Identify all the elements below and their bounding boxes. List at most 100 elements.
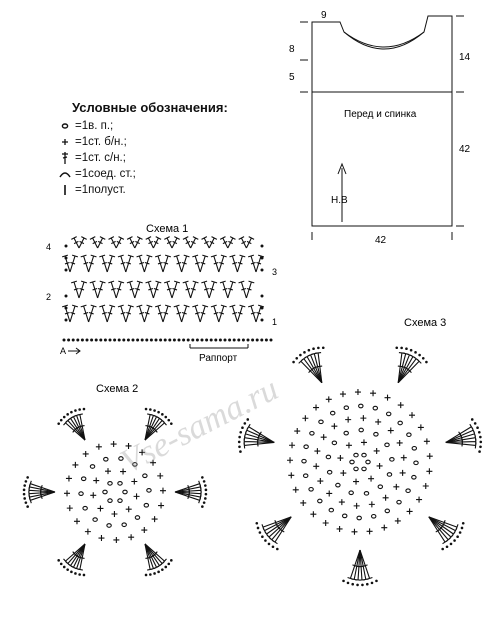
double-crochet-mark (70, 280, 80, 299)
single-crochet-mark (120, 468, 127, 475)
chain-stitch-mark (24, 480, 28, 483)
single-crochet-mark (345, 416, 352, 423)
chain-stitch-mark (214, 338, 218, 342)
chain-stitch-mark (24, 501, 28, 504)
chain-stitch-mark (64, 244, 68, 248)
chain-stitch-mark (377, 484, 384, 490)
double-crochet-mark (162, 304, 172, 323)
chain-stitch-mark (353, 466, 359, 472)
chain-stitch-mark (62, 565, 66, 569)
chain-stitch-mark (90, 338, 94, 342)
chain-stitch-mark (292, 360, 295, 364)
chain-stitch-mark (405, 488, 411, 494)
single-crochet-icon (58, 135, 72, 149)
chain-stitch-mark (161, 413, 164, 416)
double-crochet-mark (236, 304, 246, 323)
single-crochet-mark (375, 418, 382, 425)
double-crochet-mark (152, 280, 162, 299)
single-crochet-mark (353, 478, 360, 485)
chain-stitch-mark (23, 497, 26, 500)
double-crochet-mark (108, 280, 117, 299)
scheme2-motif (22, 407, 208, 577)
chain-stitch-mark (312, 347, 315, 351)
chain-stitch-mark (106, 523, 112, 528)
double-crochet-mark (245, 236, 255, 249)
double-crochet-mark (199, 254, 209, 273)
chain-stitch-mark (255, 521, 259, 525)
double-crochet-mark (190, 280, 199, 299)
double-crochet-mark (445, 430, 476, 443)
chain-stitch-mark (66, 413, 69, 416)
double-crochet-mark (218, 304, 227, 323)
chain-stitch-mark (395, 346, 399, 350)
double-crochet-mark (78, 280, 88, 299)
chain-stitch-mark (356, 515, 362, 521)
double-crochet-mark (246, 423, 275, 443)
chain-stitch-mark (107, 480, 113, 486)
chain-stitch-mark (409, 348, 413, 352)
single-crochet-mark (294, 428, 301, 435)
double-crochet-mark (199, 304, 209, 323)
chain-stitch-mark (477, 430, 481, 434)
double-crochet-mark (192, 254, 201, 273)
single-crochet-mark (354, 389, 361, 396)
chain-stitch-mark (476, 426, 479, 429)
single-crochet-mark (289, 442, 296, 449)
direction-label: Н.В (331, 195, 348, 206)
chain-stitch-mark (154, 338, 158, 342)
chain-stitch-mark (246, 338, 250, 342)
single-crochet-mark (400, 454, 407, 461)
dim-body-height: 42 (459, 144, 471, 155)
double-crochet-mark (152, 236, 162, 249)
chain-stitch-mark (396, 499, 402, 505)
single-crochet-mark (313, 463, 320, 470)
chain-stitch-mark (370, 513, 377, 519)
double-crochet-mark (171, 236, 180, 249)
chain-stitch-mark (317, 346, 320, 350)
single-crochet-mark (141, 527, 148, 534)
chain-stitch-mark (172, 338, 176, 342)
single-crochet-mark (338, 499, 345, 506)
double-crochet-mark (71, 236, 80, 249)
double-crochet-mark (106, 304, 116, 323)
double-crochet-mark (164, 236, 173, 249)
single-crochet-mark (133, 493, 140, 500)
chain-stitch-mark (267, 542, 271, 546)
chain-stitch-mark (405, 347, 408, 351)
single-crochet-mark (336, 525, 343, 532)
double-crochet-mark (126, 236, 136, 249)
chain-stitch-mark (205, 338, 209, 342)
double-crochet-mark (89, 280, 99, 299)
scheme1-row-4: 4 (46, 242, 51, 252)
chain-stitch-mark (255, 338, 259, 342)
chain-stitch-mark (353, 452, 359, 458)
legend-title: Условные обозначения: (72, 100, 228, 115)
double-crochet-mark (69, 254, 79, 273)
chain-stitch-icon (58, 119, 72, 133)
chain-stitch-mark (256, 526, 260, 530)
chain-stitch-mark (479, 445, 482, 449)
double-crochet-mark (174, 491, 202, 504)
single-crochet-mark (98, 535, 105, 542)
single-crochet-mark (394, 517, 401, 524)
chain-stitch-mark (117, 338, 121, 342)
single-crochet-mark (320, 434, 327, 441)
chain-stitch-mark (418, 353, 421, 357)
chain-stitch-mark (243, 422, 247, 425)
chain-stitch-mark (260, 256, 264, 260)
single-crochet-mark (370, 390, 377, 397)
chain-stitch-mark (201, 505, 204, 508)
chain-stitch-mark (478, 450, 481, 453)
chain-stitch-mark (23, 484, 26, 487)
chain-stitch-mark (456, 535, 459, 539)
chain-stitch-mark (400, 346, 403, 350)
double-crochet-mark (173, 304, 183, 323)
single-crochet-mark (64, 490, 71, 497)
scheme1-title: Схема 1 (146, 223, 188, 235)
chain-stitch-mark (372, 405, 379, 411)
single-crochet-mark (368, 475, 375, 482)
double-crochet-mark (69, 304, 79, 323)
chain-stitch-mark (122, 489, 128, 495)
double-crochet-mark (428, 516, 448, 545)
double-crochet-mark (76, 413, 86, 441)
